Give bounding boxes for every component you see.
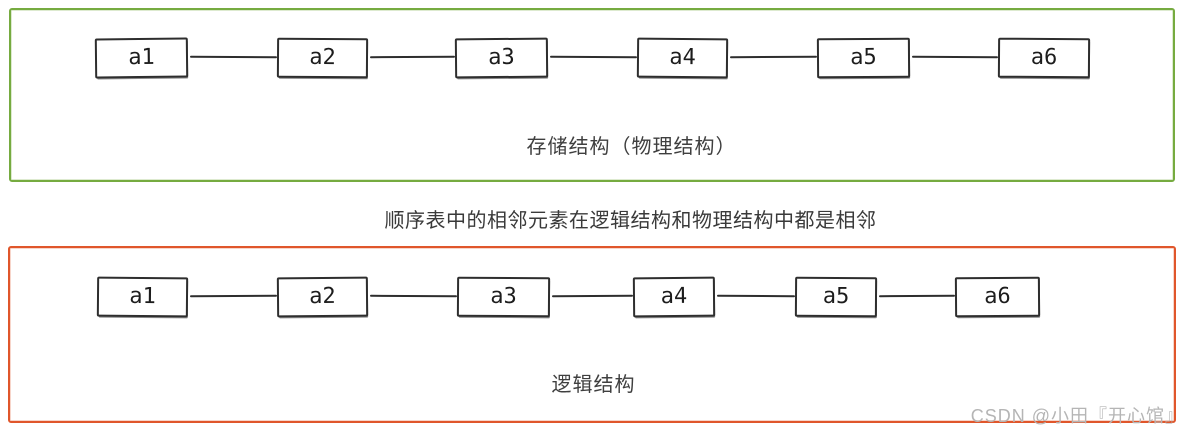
node-label: a4 [660,283,688,310]
logical-node-a6: a6 [954,276,1041,318]
storage-node-a2: a2 [276,37,369,79]
connector-line [551,294,634,298]
logical-node-a3: a3 [456,276,551,318]
logical-structure-frame [8,246,1176,423]
csdn-watermark: CSDN @小田『开心馆』 [970,406,1184,426]
node-label: a5 [850,44,877,71]
logical-structure-caption: 逻辑结构 [551,374,636,396]
node-label: a3 [488,44,515,71]
storage-structure-frame [9,8,1175,182]
node-label: a3 [490,283,517,310]
node-label: a2 [309,283,336,310]
logical-node-a4: a4 [632,276,716,318]
node-label: a5 [822,283,850,310]
storage-node-a4: a4 [636,37,729,79]
logical-node-a2: a2 [276,276,369,318]
storage-node-a6: a6 [997,37,1091,79]
node-label: a1 [129,283,156,310]
logical-node-a1: a1 [96,276,189,318]
storage-node-a1: a1 [94,37,189,79]
adjacency-note: 顺序表中的相邻元素在逻辑结构和物理结构中都是相邻 [384,210,877,232]
node-label: a1 [128,44,155,71]
node-label: a6 [984,283,1011,310]
storage-structure-caption: 存储结构（物理结构） [526,136,737,158]
logical-node-a5: a5 [794,276,878,318]
node-label: a6 [1030,44,1058,71]
connector-line [716,294,796,298]
node-label: a4 [669,44,696,71]
connector-line [878,294,956,298]
storage-node-a3: a3 [454,37,549,79]
connector-line [911,55,999,59]
connector-line [369,55,456,59]
storage-node-a5: a5 [816,37,911,79]
node-label: a2 [309,44,336,71]
